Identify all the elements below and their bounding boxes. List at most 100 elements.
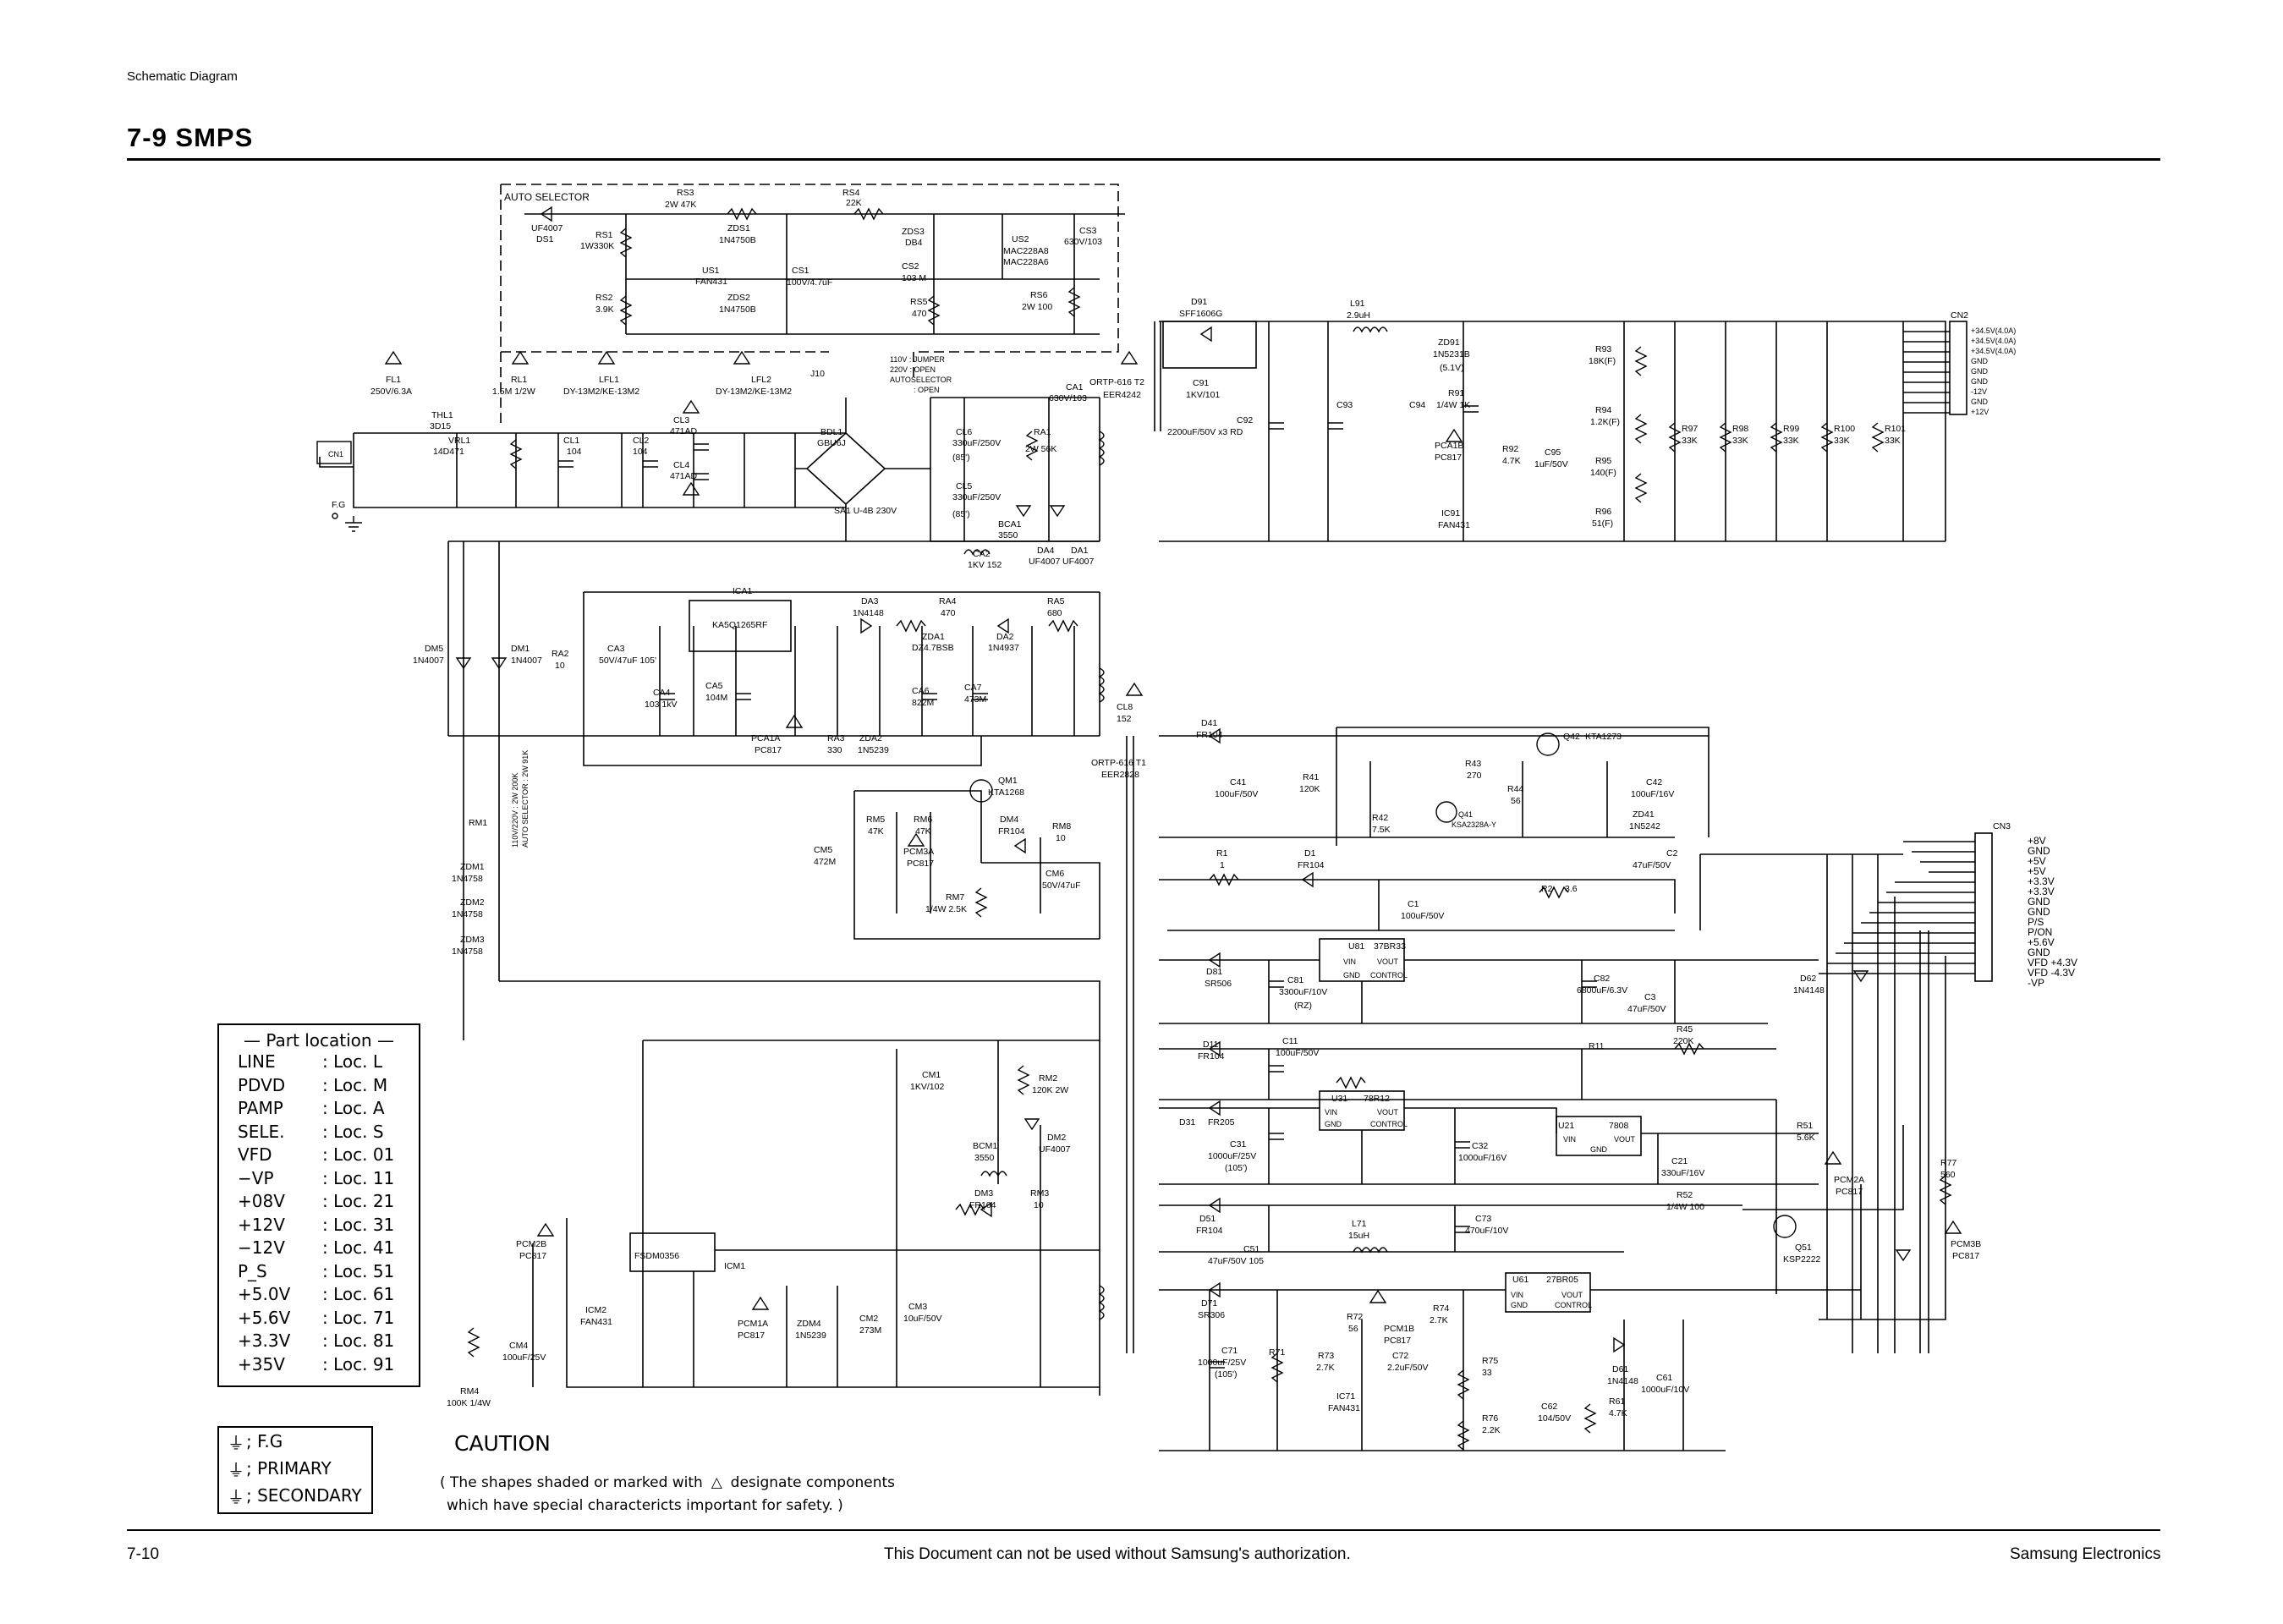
svg-text:IC91: IC91: [1441, 508, 1460, 518]
svg-text:R98: R98: [1732, 424, 1748, 434]
svg-text:LFL2: LFL2: [751, 375, 771, 385]
legend-row: P_S: Loc. 51: [238, 1260, 419, 1284]
svg-text:IC71: IC71: [1336, 1391, 1355, 1402]
svg-text:CS2: CS2: [902, 261, 919, 272]
svg-text:R1: R1: [1216, 848, 1228, 859]
svg-text:+34.5V(4.0A): +34.5V(4.0A): [1971, 347, 2016, 355]
svg-text:U21: U21: [1558, 1121, 1574, 1131]
svg-text:1/4W 100: 1/4W 100: [1666, 1202, 1704, 1212]
svg-text:DA4: DA4: [1037, 546, 1055, 556]
svg-text:18K(F): 18K(F): [1589, 356, 1616, 366]
svg-text:R11: R11: [1589, 1041, 1605, 1051]
legend-key: +08V: [238, 1191, 285, 1211]
svg-text:FSDM0356: FSDM0356: [634, 1251, 679, 1261]
legend-row: +3.3V: Loc. 81: [238, 1330, 419, 1353]
svg-text:RA5: RA5: [1047, 596, 1065, 606]
svg-text:PC817: PC817: [738, 1330, 765, 1341]
svg-text:22K: 22K: [846, 198, 862, 208]
legend-key: +12V: [238, 1214, 285, 1235]
svg-text:2.7K: 2.7K: [1316, 1363, 1335, 1373]
svg-text:PC817: PC817: [1836, 1187, 1863, 1197]
d91-box: [1162, 321, 1257, 369]
legend-key: SELE.: [238, 1121, 285, 1142]
svg-text:U61: U61: [1512, 1275, 1528, 1285]
u61-box: [1505, 1272, 1591, 1313]
svg-text:110V : JUMPER: 110V : JUMPER: [890, 355, 945, 364]
svg-text:R71: R71: [1269, 1347, 1285, 1358]
svg-text:R51: R51: [1797, 1121, 1813, 1131]
svg-text:DA1: DA1: [1071, 546, 1089, 556]
svg-text:(85'): (85'): [952, 453, 970, 463]
svg-text:33K: 33K: [1732, 436, 1748, 446]
legend-value: : Loc. M: [322, 1074, 388, 1095]
svg-text:R72: R72: [1347, 1312, 1363, 1322]
svg-text:+3.3V: +3.3V: [2028, 886, 2055, 897]
svg-text:1N4148: 1N4148: [1607, 1376, 1638, 1386]
svg-text:(5.1V): (5.1V): [1440, 363, 1464, 373]
svg-text:ZDS3: ZDS3: [902, 227, 925, 237]
svg-text:1000uF/25V: 1000uF/25V: [1208, 1151, 1256, 1161]
svg-text:3.6: 3.6: [1565, 884, 1578, 894]
legend-value: : Loc. 41: [322, 1237, 395, 1258]
svg-text:RA1: RA1: [1034, 427, 1051, 437]
warning-triangle-icon: △: [711, 1474, 722, 1491]
legend-value: : Loc. 21: [322, 1191, 395, 1211]
svg-text:: OPEN: : OPEN: [914, 386, 940, 394]
svg-text:RM6: RM6: [914, 815, 932, 825]
cn1-box: [316, 441, 352, 464]
legend-row: +12V: Loc. 31: [238, 1214, 419, 1237]
svg-text:RS6: RS6: [1030, 290, 1048, 300]
svg-text:PC817: PC817: [1435, 453, 1462, 463]
svg-text:6800uF/6.3V: 6800uF/6.3V: [1577, 985, 1627, 996]
svg-text:1N4007: 1N4007: [413, 656, 444, 666]
legend-key: LINE: [238, 1051, 276, 1072]
ground-legend-fg: ⏚ ; F.G: [226, 1428, 371, 1455]
ground-legend-secondary: ⏚ ; SECONDARY: [226, 1482, 371, 1509]
legend-key: P_S: [238, 1260, 267, 1281]
svg-text:C81: C81: [1287, 975, 1303, 985]
svg-text:R96: R96: [1595, 507, 1611, 517]
u21-box: [1556, 1116, 1642, 1156]
svg-text:AUTOSELECTOR: AUTOSELECTOR: [890, 376, 952, 384]
svg-text:1.5M 1/2W: 1.5M 1/2W: [492, 387, 535, 397]
svg-text:C71: C71: [1221, 1346, 1238, 1356]
svg-text:CM5: CM5: [814, 845, 832, 855]
svg-text:R43: R43: [1465, 759, 1481, 769]
svg-text:Q42: Q42: [1563, 732, 1580, 742]
svg-text:PC817: PC817: [1952, 1251, 1979, 1261]
svg-text:D31: D31: [1179, 1117, 1195, 1127]
svg-text:+3.3V: +3.3V: [2028, 875, 2055, 887]
svg-text:100uF/25V: 100uF/25V: [502, 1352, 546, 1363]
svg-text:DB4: DB4: [905, 238, 923, 248]
svg-text:CA1: CA1: [1066, 382, 1084, 392]
svg-text:KTA1273: KTA1273: [1585, 732, 1622, 742]
svg-text:GND: GND: [2028, 896, 2050, 908]
svg-text:P/ON: P/ON: [2028, 926, 2052, 938]
svg-text:UF4007: UF4007: [1039, 1144, 1071, 1155]
svg-text:D81: D81: [1206, 967, 1222, 977]
svg-text:ICA1: ICA1: [733, 586, 753, 596]
legend-key: +3.3V: [238, 1330, 291, 1351]
svg-text:PCM3B: PCM3B: [1951, 1239, 1981, 1249]
svg-text:GND: GND: [1343, 971, 1361, 979]
svg-text:C32: C32: [1472, 1141, 1488, 1151]
legend-value: : Loc. 71: [322, 1307, 395, 1328]
svg-text:1uF/50V: 1uF/50V: [1534, 459, 1568, 469]
svg-text:CL2: CL2: [633, 436, 649, 446]
svg-text:FR104: FR104: [969, 1200, 996, 1210]
legend-row: −VP: Loc. 11: [238, 1167, 419, 1191]
svg-text:CM1: CM1: [922, 1070, 941, 1080]
caution-title: CAUTION: [454, 1431, 551, 1456]
svg-text:1W330K: 1W330K: [580, 241, 614, 251]
ground-legend-label: ; PRIMARY: [246, 1458, 332, 1479]
svg-text:CS3: CS3: [1079, 226, 1097, 236]
fg-ground-icon: ⏚: [228, 1432, 244, 1453]
legend-value: : Loc. 01: [322, 1144, 395, 1165]
svg-text:DY-13M2/KE-13M2: DY-13M2/KE-13M2: [563, 387, 639, 397]
svg-text:D51: D51: [1199, 1214, 1216, 1224]
svg-text:ZD91: ZD91: [1438, 337, 1460, 348]
svg-text:10: 10: [1056, 833, 1066, 843]
svg-text:QM1: QM1: [998, 776, 1018, 786]
svg-text:+34.5V(4.0A): +34.5V(4.0A): [1971, 337, 2016, 345]
